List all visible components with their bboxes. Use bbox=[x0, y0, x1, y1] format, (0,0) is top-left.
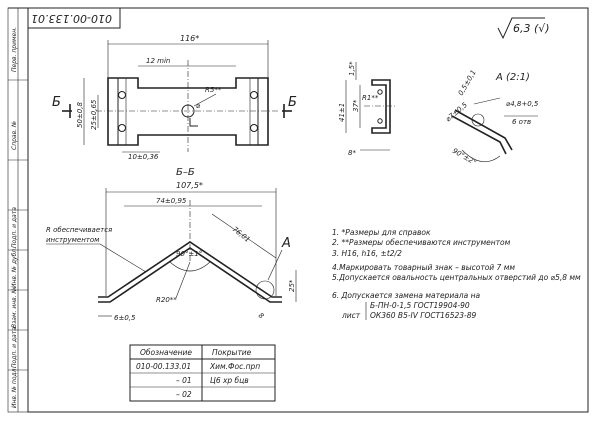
note-6-material-1: Б-ПН-0-1,5 ГОСТ19904-90 bbox=[370, 301, 470, 310]
table-cell: Хим.Фос.прп bbox=[209, 362, 260, 371]
note-6-sheet: лист bbox=[341, 311, 361, 320]
note-2: 2. **Размеры обеспечиваются инструментом bbox=[332, 238, 511, 247]
dim-37: 37* bbox=[352, 99, 360, 112]
section-view: Б–Б 107,5* 74±0,95 R обеспечивается инст… bbox=[46, 167, 297, 322]
note-6: 6. Допускается замена материала на bbox=[332, 291, 480, 300]
dim-116: 116* bbox=[180, 34, 199, 43]
dim-7: ⌀7±0,5 bbox=[444, 101, 469, 124]
dim-r20: R20** bbox=[156, 296, 177, 304]
dim-10: 10±0,36 bbox=[128, 153, 159, 161]
dim-r5: R5** bbox=[205, 86, 222, 94]
note-left-1: R обеспечивается bbox=[46, 226, 112, 234]
callout-a: А bbox=[281, 236, 291, 251]
note-3: 3. H16, h16, ±t2/2 bbox=[332, 249, 402, 258]
roughness-value: 6,3 bbox=[513, 22, 531, 35]
dim-8-section: 8 bbox=[257, 311, 266, 320]
code-stamp: 010-00.133.01 bbox=[27, 7, 121, 29]
top-view: ⌀ Б Б 116* 12 min R5** 50±0,8 25±0,65 10… bbox=[52, 34, 297, 161]
note-6-material-2: ОК360 В5-IV ГОСТ16523-89 bbox=[370, 311, 477, 320]
dim-74: 74±0,95 bbox=[156, 197, 187, 205]
side-stamp-2: Справ. № bbox=[11, 121, 18, 150]
dim-12min: 12 min bbox=[146, 57, 170, 65]
dim-25-section: 25* bbox=[288, 279, 296, 292]
dim-r1: R1** bbox=[362, 94, 379, 102]
table-cell: – 01 bbox=[176, 376, 192, 385]
dim-41: 41±1 bbox=[338, 103, 346, 122]
drawing-frame bbox=[7, 7, 589, 413]
dim-8: 8* bbox=[348, 149, 356, 157]
technical-notes: 1. *Размеры для справок 2. **Размеры обе… bbox=[332, 228, 581, 320]
note-5: 5.Допускается овальность центральных отв… bbox=[332, 273, 581, 282]
section-title: Б–Б bbox=[176, 167, 195, 178]
table-header-designation: Обозначение bbox=[140, 348, 192, 357]
roughness-symbol: 6,3 (√) bbox=[497, 17, 550, 40]
note-1: 1. *Размеры для справок bbox=[332, 228, 431, 237]
section-letter-right: Б bbox=[288, 95, 297, 110]
dim-25: 25±0,65 bbox=[90, 99, 98, 130]
side-view: 41±1 37* 1,5* R1** 8* bbox=[338, 61, 396, 157]
table-cell: Ц6 хр бцв bbox=[210, 376, 249, 385]
detail-a: А (2:1) 0,5±0,1 ⌀4,8+0,5 6 отв ⌀7±0,5 90… bbox=[444, 69, 539, 167]
code-stamp-text: 010-00.133.01 bbox=[31, 12, 112, 25]
dim-angle: 90°±1° bbox=[176, 250, 202, 258]
coating-table: Обозначение Покрытие 010-00.133.01 Хим.Ф… bbox=[129, 344, 276, 402]
side-stamp-1: Перв. примен. bbox=[11, 27, 18, 72]
section-letter-left: Б bbox=[52, 95, 61, 110]
side-stamp-7: Инв. № подл. bbox=[11, 367, 18, 408]
dim-d48: ⌀4,8+0,5 bbox=[506, 100, 539, 108]
dim-15: 1,5* bbox=[348, 61, 356, 76]
note-4: 4.Маркировать товарный знак – высотой 7 … bbox=[332, 263, 515, 272]
svg-text:⌀: ⌀ bbox=[196, 102, 201, 110]
dim-50: 50±0,8 bbox=[76, 102, 84, 128]
side-stamp-labels: Перв. примен. Справ. № Подп. и дата Инв.… bbox=[11, 27, 18, 408]
note-left-2: инструментом bbox=[46, 236, 100, 244]
dim-1075: 107,5* bbox=[176, 181, 203, 190]
side-stamp-3: Подп. и дата bbox=[11, 207, 18, 248]
table-header-coating: Покрытие bbox=[212, 348, 252, 357]
roughness-suffix: (√) bbox=[534, 22, 550, 35]
table-cell: 010-00.133.01 bbox=[136, 362, 191, 371]
side-stamp-6: Подп. и дата bbox=[11, 327, 18, 368]
detail-title: А (2:1) bbox=[495, 72, 530, 83]
dim-76: 76,01 bbox=[231, 225, 252, 244]
side-stamp-5: Взам. инв. № bbox=[11, 287, 18, 328]
side-stamp-4: Инв. № дубл. bbox=[11, 247, 18, 288]
dim-6: 6±0,5 bbox=[114, 314, 136, 322]
table-cell: – 02 bbox=[176, 390, 192, 399]
dim-05: 0,5±0,1 bbox=[457, 69, 478, 97]
dim-6holes: 6 отв bbox=[512, 118, 531, 126]
dim-90: 90°±2° bbox=[451, 147, 478, 167]
